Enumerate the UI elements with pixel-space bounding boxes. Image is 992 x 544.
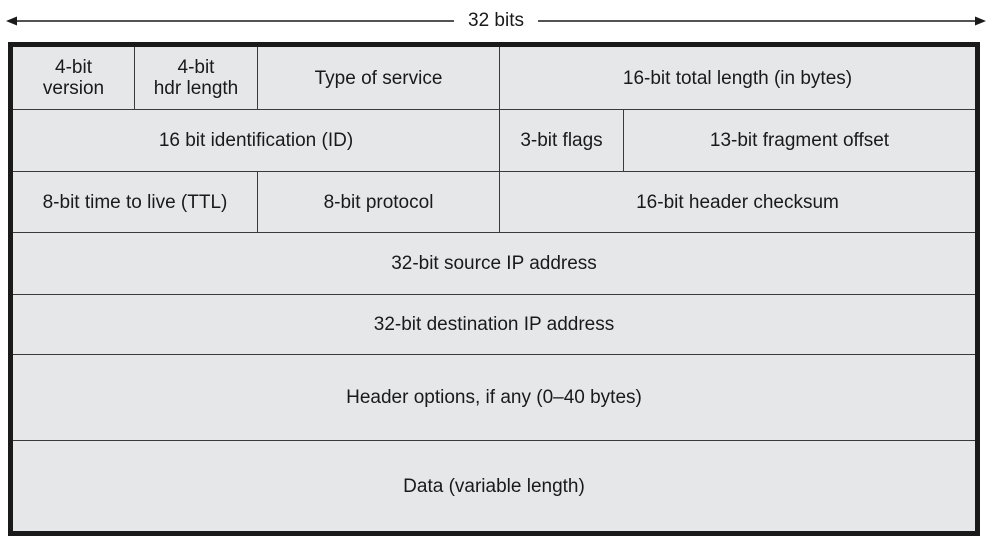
time-to-live-field: 8-bit time to live (TTL) [42, 191, 228, 213]
destination-ip-field: 32-bit destination IP address [373, 314, 615, 335]
header-checksum-field: 16-bit header checksum [499, 172, 975, 232]
version-field: 4-bit version [42, 57, 105, 99]
header-options-field: Header options, if any (0–40 bytes) [346, 387, 642, 408]
protocol-field: 8-bit protocol [257, 172, 499, 232]
data-field: Data (variable length) [403, 475, 585, 497]
fragment-offset-field: 13-bit fragment offset [623, 110, 975, 171]
header-length-field: 4-bit hdr length [134, 47, 257, 109]
ip-header-diagram: 4-bit version 4-bit hdr length Type of s… [8, 42, 980, 536]
type-of-service-field: Type of service [257, 47, 499, 109]
header-row-2: 16 bit identification (ID) 3-bit flags 1… [13, 109, 975, 171]
source-ip-field: 32-bit source IP address [391, 253, 597, 274]
header-row-1: 4-bit version 4-bit hdr length Type of s… [13, 47, 975, 109]
header-row-7: Data (variable length) [13, 440, 975, 531]
header-row-4: 32-bit source IP address [13, 232, 975, 294]
header-row-6: Header options, if any (0–40 bytes) [13, 354, 975, 440]
header-row-5: 32-bit destination IP address [13, 294, 975, 354]
flags-field: 3-bit flags [499, 110, 623, 171]
identification-field: 16 bit identification (ID) [158, 130, 354, 151]
total-length-field: 16-bit total length (in bytes) [499, 47, 975, 109]
width-indicator: 32 bits [6, 8, 986, 34]
width-label: 32 bits [454, 8, 538, 34]
header-row-3: 8-bit time to live (TTL) 8-bit protocol … [13, 171, 975, 232]
